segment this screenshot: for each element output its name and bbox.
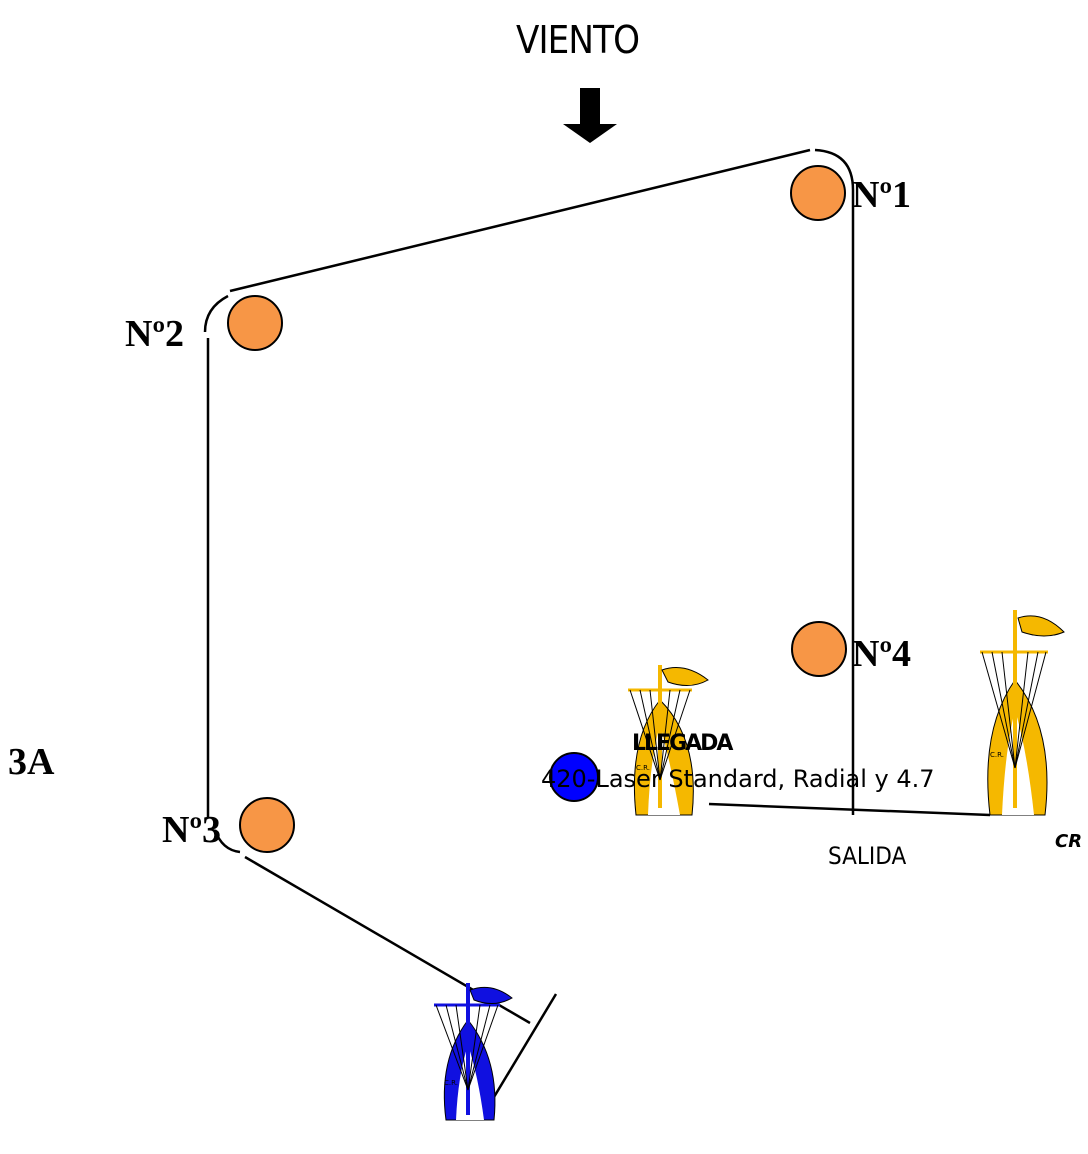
committee-boat-right-icon: C.R. xyxy=(980,610,1065,816)
mark-1-label: Nº1 xyxy=(852,174,911,216)
leg-1-to-2 xyxy=(229,148,811,293)
finish-label: LLEGADA xyxy=(632,731,733,756)
mark-4-label: Nº4 xyxy=(852,633,911,675)
mark-3-buoy xyxy=(239,797,295,853)
committee-label: CR xyxy=(1055,831,1083,852)
rounding-2-arc xyxy=(203,294,229,333)
mark-2-label: Nº2 xyxy=(125,313,184,355)
wind-arrow-icon xyxy=(563,88,617,143)
classes-label: 420-Laser Standard, Radial y 4.7 xyxy=(541,765,935,793)
svg-text:C.R.: C.R. xyxy=(444,1079,458,1087)
course-code: 3A xyxy=(8,741,55,783)
svg-text:C.R.: C.R. xyxy=(990,751,1004,759)
svg-text:C.R.: C.R. xyxy=(636,764,650,772)
committee-boat-left-icon: C.R. xyxy=(628,665,709,816)
mark-4-buoy xyxy=(791,621,847,677)
course-route xyxy=(203,148,991,1108)
start-label: SALIDA xyxy=(828,842,907,870)
finish-boat-icon: C.R. xyxy=(434,983,513,1121)
wind-title: VIENTO xyxy=(516,18,640,62)
rounding-3-arc xyxy=(213,829,241,854)
finish-buoy xyxy=(549,752,599,802)
mark-2-buoy xyxy=(227,295,283,351)
leg-start-to-1 xyxy=(814,148,855,815)
finish-line-staff xyxy=(486,993,558,1108)
mark-3-label: Nº3 xyxy=(162,809,221,851)
start-line xyxy=(708,802,991,817)
mark-1-buoy xyxy=(790,165,846,221)
